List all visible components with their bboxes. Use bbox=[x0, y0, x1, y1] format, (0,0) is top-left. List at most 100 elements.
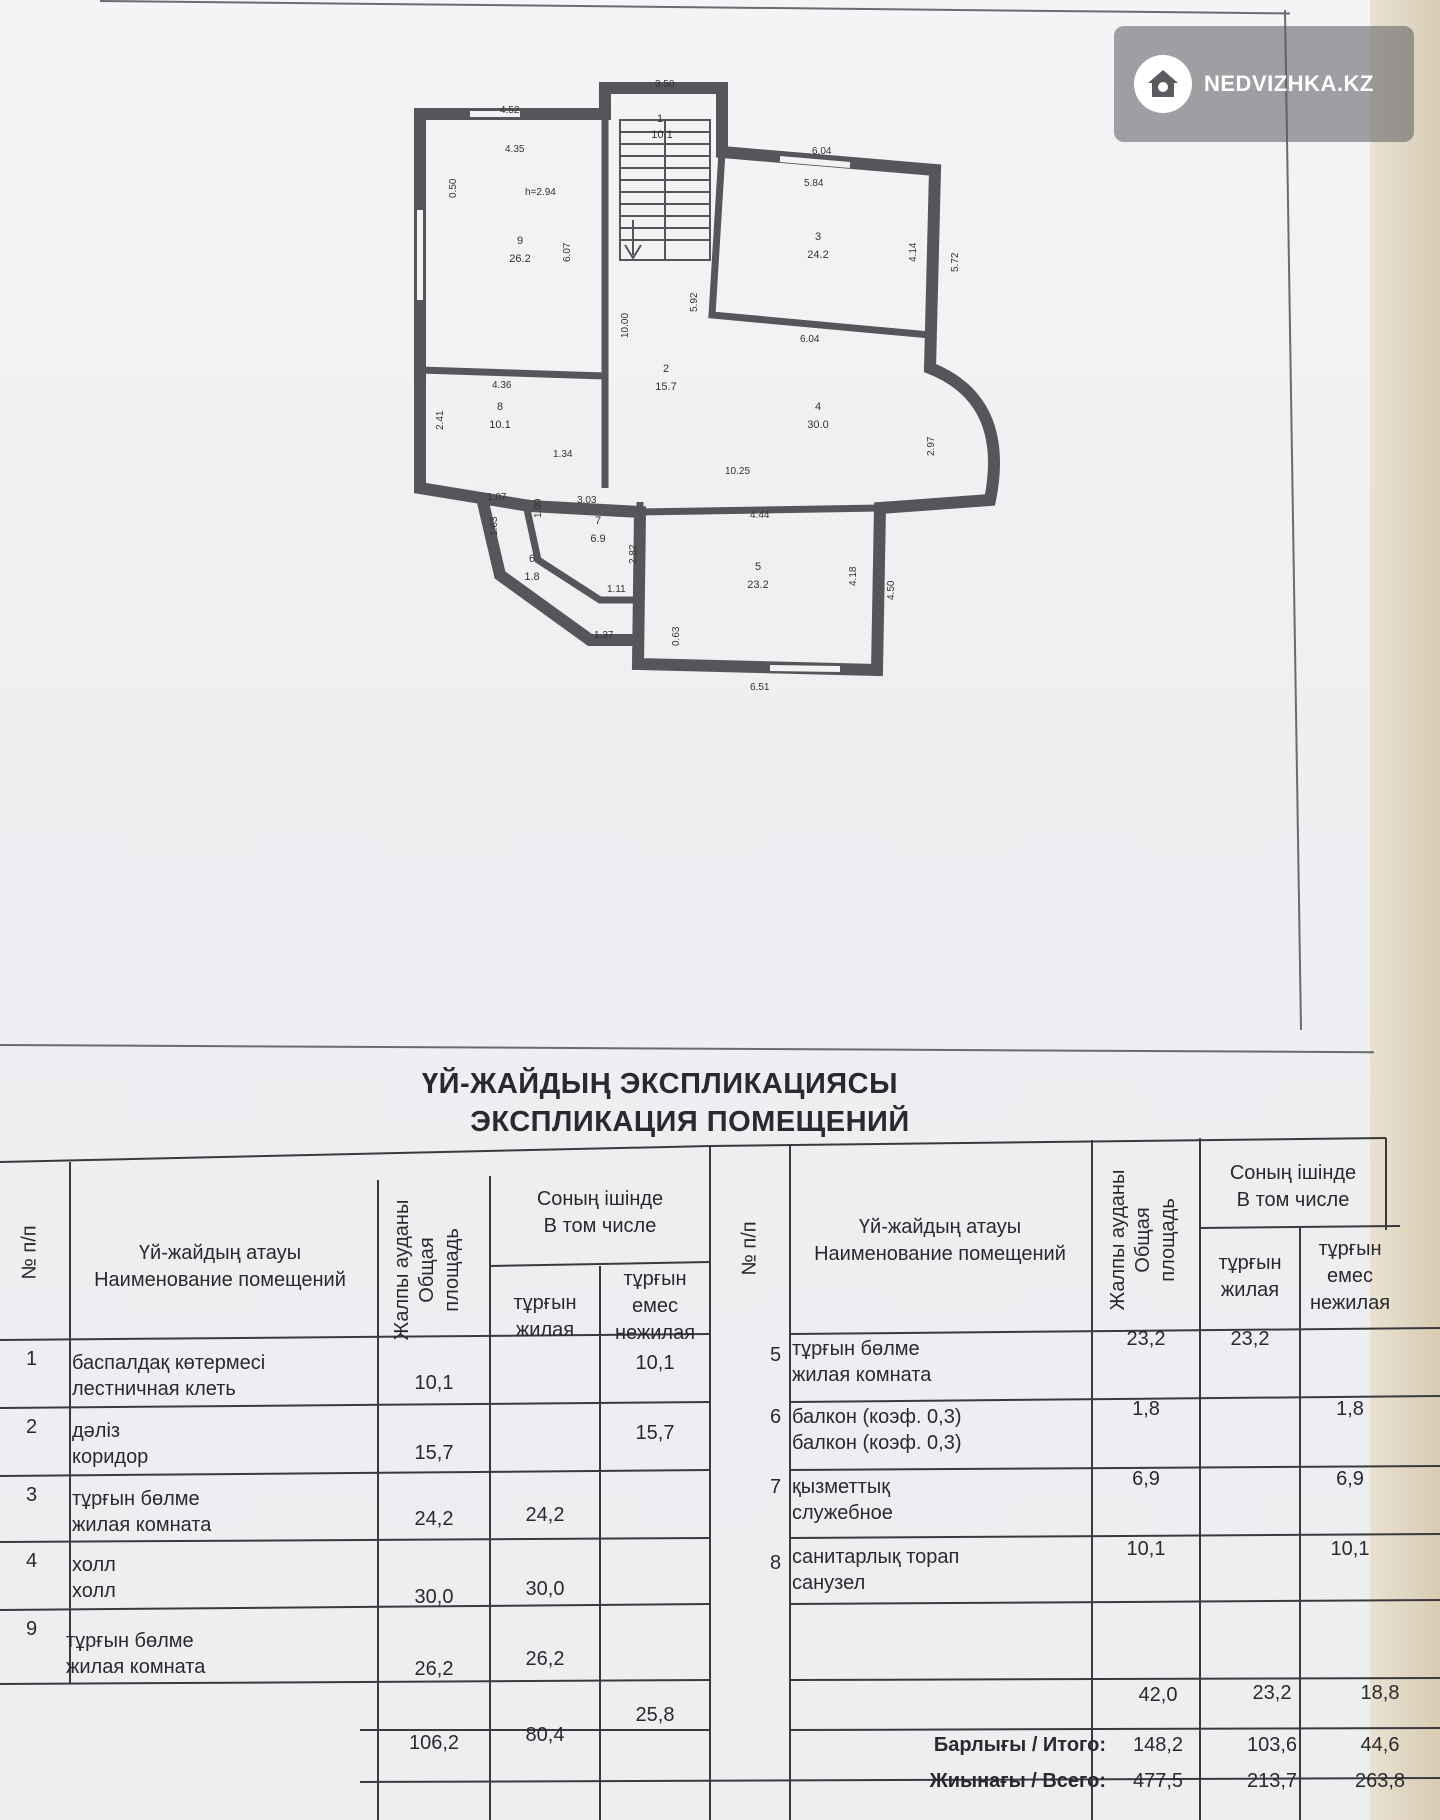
dim-label: 2.41 bbox=[435, 410, 446, 430]
left-sum-total: 106,2 bbox=[408, 1732, 460, 1754]
left-sum-living: 80,4 bbox=[525, 1724, 565, 1746]
row-name-kz: баспалдақ көтермесі bbox=[72, 1352, 266, 1374]
header-living-right: тұрғын жилая bbox=[1200, 1250, 1300, 1304]
row-nonliving: 15,7 bbox=[635, 1422, 675, 1444]
left-sum-nonliving: 25,8 bbox=[635, 1704, 675, 1726]
dim-label: 6.07 bbox=[562, 242, 573, 262]
dim-label: 2.97 bbox=[926, 436, 937, 456]
row-name-kz: дәліз bbox=[72, 1420, 121, 1442]
grand-total-value: 477,5 bbox=[1132, 1770, 1184, 1792]
row-total: 6,9 bbox=[1132, 1468, 1160, 1490]
dim-label: 6.04 bbox=[800, 334, 820, 345]
room-area: 23.2 bbox=[747, 579, 768, 591]
room-area: 6.9 bbox=[590, 533, 605, 545]
row-name-ru: жилая комната bbox=[792, 1364, 932, 1386]
row-nonliving: 10,1 bbox=[1330, 1538, 1370, 1560]
grand-total-living: 213,7 bbox=[1246, 1770, 1298, 1792]
dim-label: 1.34 bbox=[553, 449, 573, 460]
header-incl-ru: В том числе bbox=[1236, 1189, 1350, 1211]
room-number: 5 bbox=[755, 561, 761, 573]
row-name-ru: балкон (коэф. 0,3) bbox=[792, 1432, 962, 1454]
row-name: баспалдақ көтермесі лестничная клеть bbox=[72, 1350, 372, 1402]
room-area: 1.8 bbox=[524, 571, 539, 583]
header-incl-kz: Соның ішінде bbox=[536, 1188, 664, 1210]
row-name: қызметтық служебное bbox=[792, 1474, 1092, 1526]
row-living: 30,0 bbox=[525, 1578, 565, 1600]
header-area-ru-2: площадь bbox=[1157, 1198, 1179, 1282]
row-name-ru: жилая комната bbox=[66, 1656, 206, 1678]
row-name-kz: тұрғын бөлме bbox=[792, 1338, 920, 1360]
row-name-ru: коридор bbox=[72, 1446, 149, 1468]
room-number: 4 bbox=[815, 401, 821, 413]
room-number: 7 bbox=[595, 515, 601, 527]
row-total: 1,8 bbox=[1132, 1398, 1160, 1420]
dim-label: 4.50 bbox=[886, 580, 897, 600]
dim-label: 4.36 bbox=[492, 380, 512, 391]
row-living: 26,2 bbox=[525, 1648, 565, 1670]
header-nonliving-right: тұрғын емес нежилая bbox=[1300, 1236, 1400, 1317]
dim-label: 10.25 bbox=[725, 466, 750, 477]
dim-label: 4.35 bbox=[505, 144, 525, 155]
header-living-kz: тұрғын bbox=[513, 1292, 577, 1314]
header-nonliving-ru: нежилая bbox=[1309, 1292, 1391, 1314]
header-area-ru: Общая bbox=[1132, 1207, 1154, 1273]
dim-label: 3.03 bbox=[577, 495, 597, 506]
dim-label: 1.37 bbox=[594, 630, 614, 641]
header-nonliving-ru: нежилая bbox=[614, 1322, 696, 1344]
room-area: 30.0 bbox=[807, 419, 828, 431]
row-name: тұрғын бөлме жилая комната bbox=[72, 1486, 372, 1538]
row-name: балкон (коэф. 0,3) балкон (коэф. 0,3) bbox=[792, 1404, 1092, 1456]
header-area-left: Жалпы ауданы Общая площадь bbox=[390, 1180, 470, 1360]
room-number: 2 bbox=[663, 363, 669, 375]
row-total: 10,1 bbox=[414, 1372, 454, 1394]
dim-label: 4.14 bbox=[908, 242, 919, 262]
dim-label: 4.18 bbox=[848, 566, 859, 586]
room-number: 3 bbox=[815, 231, 821, 243]
total-nonliving: 44,6 bbox=[1360, 1734, 1400, 1756]
right-sum-total: 42,0 bbox=[1138, 1684, 1178, 1706]
dim-label: 2.82 bbox=[628, 544, 639, 564]
dim-label: 4.44 bbox=[750, 510, 770, 521]
row-number: 1 bbox=[26, 1348, 38, 1370]
row-name: тұрғын бөлме жилая комната bbox=[66, 1628, 366, 1680]
dim-label: 6.51 bbox=[750, 682, 770, 693]
dim-label: 0.63 bbox=[671, 626, 682, 646]
dim-label: 10.00 bbox=[620, 313, 631, 338]
dim-label: 5.84 bbox=[804, 178, 824, 189]
row-name-ru: жилая комната bbox=[72, 1514, 212, 1536]
header-living-kz: тұрғын bbox=[1218, 1252, 1282, 1274]
row-number: 7 bbox=[770, 1476, 782, 1498]
room-area: 15.7 bbox=[655, 381, 676, 393]
row-number: 8 bbox=[770, 1552, 782, 1574]
watermark-text: NEDVIZHKA.KZ bbox=[1204, 71, 1374, 96]
header-living-left: тұрғын жилая bbox=[490, 1290, 600, 1344]
row-name-ru: служебное bbox=[792, 1502, 893, 1524]
row-nonliving: 6,9 bbox=[1336, 1468, 1364, 1490]
total-value: 148,2 bbox=[1132, 1734, 1184, 1756]
grand-total-label: Жиынағы / Всего: bbox=[929, 1770, 1106, 1792]
header-living-ru: жилая bbox=[1220, 1279, 1280, 1301]
header-incl-right: Соның ішінде В том числе bbox=[1200, 1160, 1386, 1214]
header-living-ru: жилая bbox=[515, 1319, 575, 1341]
dim-label: 6.04 bbox=[812, 146, 832, 157]
header-nonliving-kz: тұрғын bbox=[1318, 1238, 1382, 1260]
dim-label: 1.07 bbox=[487, 492, 507, 503]
room-area: 10.1 bbox=[489, 419, 510, 431]
row-name: санитарлық торап санузел bbox=[792, 1544, 1092, 1596]
row-total: 24,2 bbox=[414, 1508, 454, 1530]
header-incl-kz: Соның ішінде bbox=[1229, 1162, 1357, 1184]
title-kz: ҮЙ-ЖАЙДЫҢ ЭКСПЛИКАЦИЯСЫ bbox=[422, 1068, 898, 1100]
row-number: 6 bbox=[770, 1406, 782, 1428]
row-living: 23,2 bbox=[1230, 1328, 1270, 1350]
row-name-ru: санузел bbox=[792, 1572, 866, 1594]
header-area-ru-2: площадь bbox=[441, 1228, 463, 1312]
header-name-left: Үй-жайдың атауы Наименование помещений bbox=[70, 1240, 370, 1294]
dim-label: 1.11 bbox=[607, 584, 626, 595]
row-nonliving: 10,1 bbox=[635, 1352, 675, 1374]
right-sum-nonliving: 18,8 bbox=[1360, 1682, 1400, 1704]
header-area-kz: Жалпы ауданы bbox=[1107, 1169, 1129, 1311]
grand-total-nonliving: 263,8 bbox=[1354, 1770, 1406, 1792]
room-number: 6 bbox=[529, 553, 535, 565]
watermark: NEDVIZHKA.KZ bbox=[1114, 26, 1414, 142]
